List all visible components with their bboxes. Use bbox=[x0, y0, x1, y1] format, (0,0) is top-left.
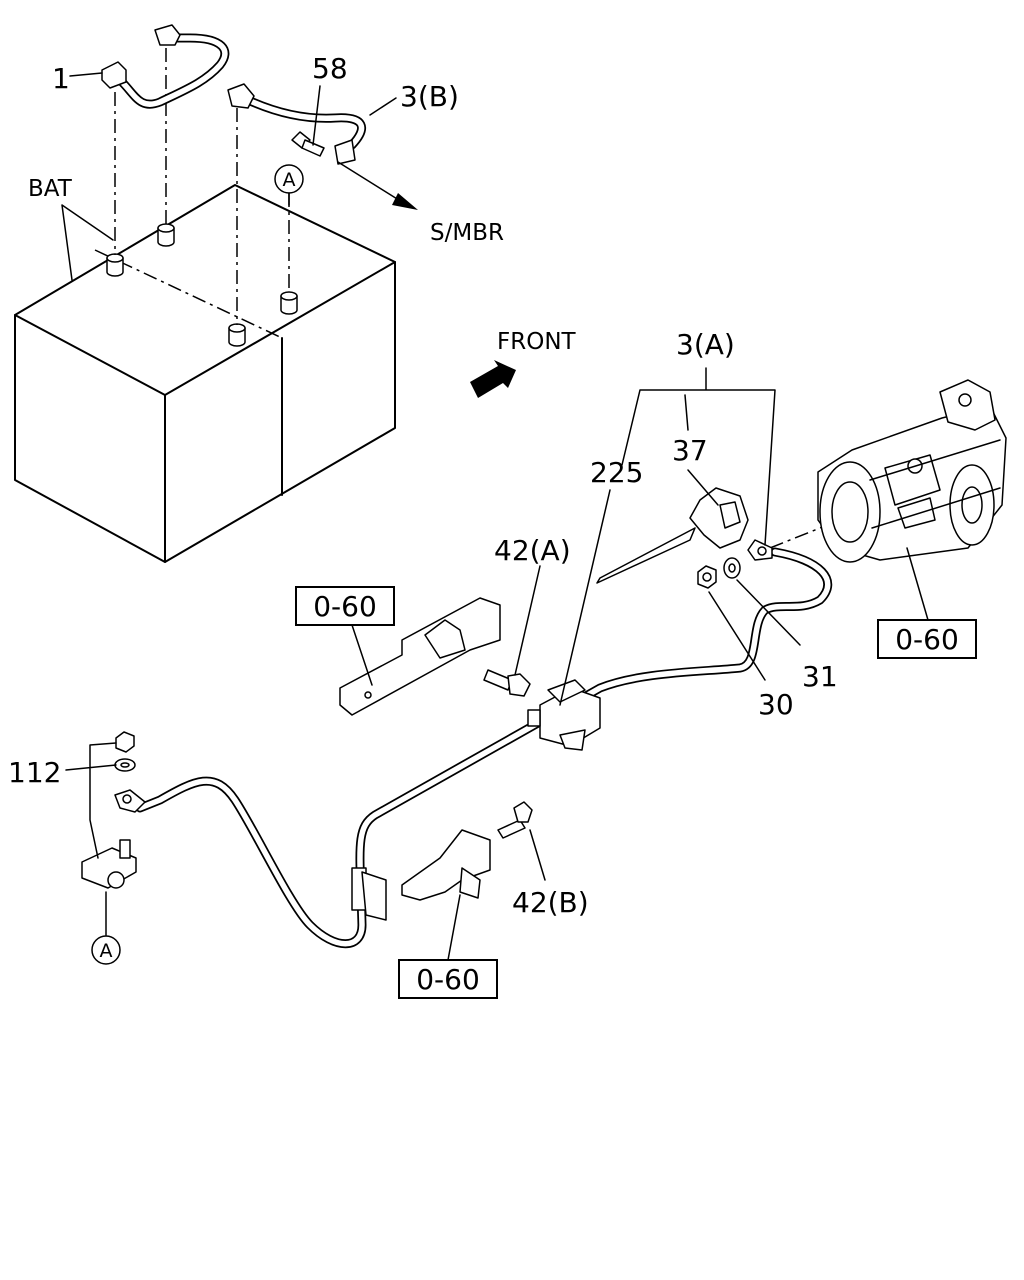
bolt-42b bbox=[497, 801, 533, 839]
battery-jumper-cable bbox=[101, 24, 230, 109]
ref-box-left-label: 0-60 bbox=[313, 590, 377, 623]
ref-box-right[interactable]: 0-60 bbox=[877, 619, 977, 659]
cable-3b bbox=[227, 83, 366, 165]
label-part-31: 31 bbox=[802, 660, 838, 693]
ref-box-bottom-label: 0-60 bbox=[416, 963, 480, 996]
bracket-bottom bbox=[401, 829, 491, 901]
bolt-58 bbox=[291, 131, 325, 157]
clip-225 bbox=[527, 679, 601, 751]
smbr-arrow bbox=[337, 161, 418, 210]
part-112-nut bbox=[115, 731, 135, 753]
callout-a-bottom: A bbox=[91, 935, 121, 965]
bolt-42a bbox=[483, 669, 531, 697]
label-part-30: 30 bbox=[758, 688, 794, 721]
alignment-lines bbox=[114, 48, 841, 549]
label-smbr: S/MBR bbox=[430, 220, 504, 246]
label-part-225: 225 bbox=[590, 456, 643, 489]
ground-clamp bbox=[81, 839, 137, 936]
callout-a-top-letter: A bbox=[283, 169, 296, 191]
label-part-112: 112 bbox=[8, 756, 61, 789]
part-112-washer bbox=[114, 758, 136, 772]
ref-box-right-label: 0-60 bbox=[895, 623, 959, 656]
starter-motor bbox=[817, 379, 1007, 563]
front-arrow bbox=[470, 360, 516, 398]
bracket-left bbox=[339, 597, 501, 716]
label-bat: BAT bbox=[28, 176, 73, 202]
washer-31 bbox=[723, 557, 741, 579]
label-part-42a: 42(A) bbox=[494, 534, 571, 567]
callout-a-bottom-letter: A bbox=[100, 940, 113, 962]
starter-cable-3a bbox=[114, 539, 833, 949]
leader-lines bbox=[61, 72, 929, 961]
label-part-58: 58 bbox=[312, 52, 348, 85]
label-part-37: 37 bbox=[672, 434, 708, 467]
label-front: FRONT bbox=[497, 329, 577, 355]
label-part-1: 1 bbox=[52, 62, 70, 95]
label-part-42b: 42(B) bbox=[512, 886, 589, 919]
battery bbox=[14, 184, 396, 563]
label-part-3b: 3(B) bbox=[400, 80, 459, 113]
label-part-3a: 3(A) bbox=[676, 328, 735, 361]
battery-terminal-posts bbox=[106, 223, 298, 347]
nut-30 bbox=[697, 565, 717, 589]
callout-a-top: A bbox=[274, 164, 304, 194]
ref-box-bottom[interactable]: 0-60 bbox=[398, 959, 498, 999]
ref-box-left[interactable]: 0-60 bbox=[295, 586, 395, 626]
terminal-cover-37 bbox=[596, 487, 749, 584]
